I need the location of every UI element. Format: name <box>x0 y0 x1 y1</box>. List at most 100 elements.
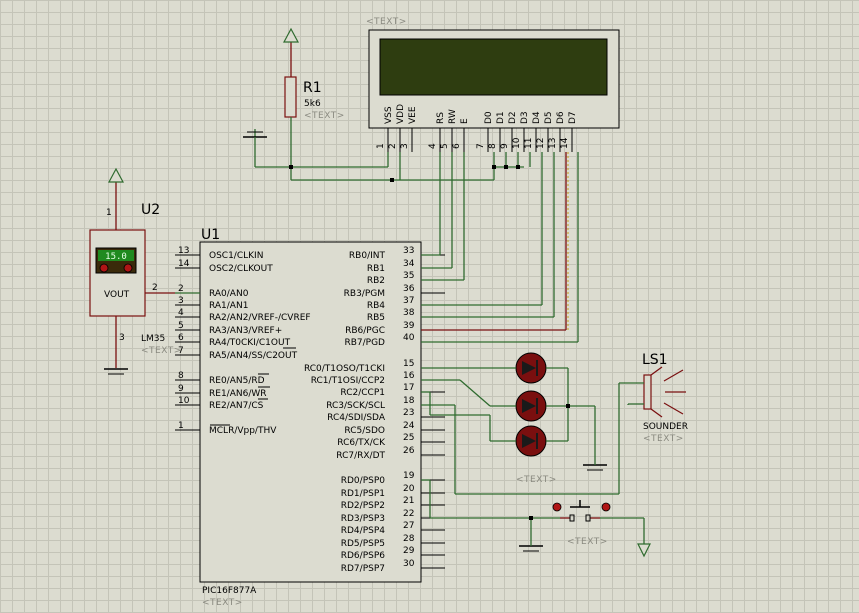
mcu-left-pin-number: 3 <box>178 296 184 306</box>
mcu-right-pin-name: RD5/PSP5 <box>341 539 385 549</box>
mcu-right-pin-number: 28 <box>403 534 415 544</box>
mcu-right-pin-name: RD2/PSP2 <box>341 501 385 511</box>
mcu-right-pin-name: RC1/T1OSI/CCP2 <box>311 376 385 386</box>
mcu-left-pin-name: RA5/AN4/SS/C2OUT <box>209 351 298 361</box>
mcu-right-pin-name: RB7/PGD <box>344 338 385 348</box>
lcd-pin-name: VEE <box>408 106 418 124</box>
r1-ref: R1 <box>303 80 322 96</box>
mcu-right-pin-number: 21 <box>403 496 414 506</box>
ground-arrow-icon <box>637 543 651 558</box>
mcu-right-pin-number: 18 <box>403 396 415 406</box>
lcd-pin-number: 9 <box>500 143 510 149</box>
mcu-right-pin-name: RC5/SDO <box>344 426 385 436</box>
lcd-pin-number: 12 <box>536 138 546 149</box>
mcu-right-pin-name: RC6/TX/CK <box>337 438 386 448</box>
lcd-pin-number: 8 <box>488 143 498 149</box>
led-3[interactable] <box>515 425 547 457</box>
button-press-icon[interactable] <box>552 502 562 512</box>
lcd-text-placeholder: <TEXT> <box>366 17 407 27</box>
ls1-text-placeholder: <TEXT> <box>643 434 684 444</box>
ground-icon <box>104 368 128 375</box>
ls1-part: SOUNDER <box>643 422 688 432</box>
lcd-pins: VSS1VDD2VEE3RS4RW5E6D07D18D29D310D411D51… <box>376 104 578 152</box>
lcd-display[interactable] <box>368 29 620 129</box>
mcu-left-pin-number: 8 <box>178 371 184 381</box>
mcu-right-pin-number: 29 <box>403 546 415 556</box>
u2-part: LM35 <box>141 334 165 344</box>
mcu-left-pin-name: RA2/AN2/VREF-/CVREF <box>209 313 311 323</box>
ground-icon <box>243 129 267 138</box>
mcu-left-pin-number: 10 <box>178 396 190 406</box>
mcu-right-pin-name: RB0/INT <box>349 251 386 261</box>
lcd-pin-name: D7 <box>568 111 578 124</box>
mcu-left-pin-name: RE1/AN6/WR <box>209 389 267 399</box>
power-arrow-icon <box>107 167 125 183</box>
u2-pin-3: 3 <box>119 333 125 343</box>
mcu-right-pin-number: 30 <box>403 559 415 569</box>
u2-text-placeholder: <TEXT> <box>141 346 182 356</box>
lcd-pin-name: VDD <box>396 104 406 124</box>
mcu-right-pin-number: 22 <box>403 509 414 519</box>
mcu-right-pin-number: 16 <box>403 371 415 381</box>
mcu-left-pin-number: 7 <box>178 346 184 356</box>
push-button[interactable] <box>560 500 600 522</box>
led-2[interactable] <box>515 390 547 422</box>
mcu-right-pin-number: 39 <box>403 321 415 331</box>
sound-wave-icon <box>663 369 684 382</box>
mcu-right-pin-name: RD6/PSP6 <box>341 551 386 561</box>
mcu-right-pin-number: 19 <box>403 471 415 481</box>
mcu-right-pin-name: RC4/SDI/SDA <box>327 413 386 423</box>
mcu-left-pin-name: RA3/AN3/VREF+ <box>209 326 282 336</box>
sound-wave-icon <box>663 402 684 415</box>
mcu-text-placeholder: <TEXT> <box>202 598 243 608</box>
mcu-right-pin-name: RD7/PSP7 <box>341 564 385 574</box>
mcu-body[interactable] <box>199 241 422 583</box>
mcu-right-pin-name: RD0/PSP0 <box>341 476 386 486</box>
mcu-left-pin-name: OSC1/CLKIN <box>209 251 263 261</box>
mcu-right-pin-name: RB3/PGM <box>344 289 385 299</box>
led-1[interactable] <box>515 352 547 384</box>
lcd-pin-name: VSS <box>384 106 394 124</box>
resistor-r1[interactable] <box>284 76 297 118</box>
mcu-right-pin-number: 34 <box>403 259 415 269</box>
mcu-right-pin-number: 36 <box>403 284 415 294</box>
r1-text-placeholder: <TEXT> <box>304 111 345 121</box>
lcd-pin-name: E <box>460 118 470 124</box>
mcu-left-pin-number: 14 <box>178 259 190 269</box>
lcd-pin-name: D6 <box>556 111 566 124</box>
mcu-right-pin-name: RB5 <box>367 313 385 323</box>
lcd-pin-number: 6 <box>452 143 462 149</box>
lcd-pin-number: 3 <box>400 143 410 149</box>
lcd-pin-name: D4 <box>532 111 542 124</box>
lcd-pin-number: 5 <box>440 143 450 149</box>
lm35-vout-label: VOUT <box>104 290 130 300</box>
mcu-left-pin-name: RA0/AN0 <box>209 289 249 299</box>
lm35-up-button-icon[interactable] <box>123 263 133 273</box>
mcu-right-pin-name: RD4/PSP4 <box>341 526 386 536</box>
lcd-pin-number: 14 <box>560 137 570 149</box>
button-latch-icon[interactable] <box>601 502 611 512</box>
mcu-right-pin-number: 27 <box>403 521 414 531</box>
ls1-ref: LS1 <box>642 352 668 368</box>
mcu-right-pin-number: 17 <box>403 383 414 393</box>
mcu-part: PIC16F877A <box>202 586 257 596</box>
mcu-left-pin-name: RE2/AN7/CS <box>209 401 264 411</box>
mcu-right-pins: 33RB0/INT34RB135RB236RB3/PGM37RB438RB539… <box>304 246 445 574</box>
mcu-right-pin-number: 24 <box>403 421 415 431</box>
mcu-left-pin-name: RA1/AN1 <box>209 301 248 311</box>
mcu-left-pin-name: OSC2/CLKOUT <box>209 264 273 274</box>
mcu-right-pin-name: RB2 <box>367 276 385 286</box>
mcu-right-pin-name: RC0/T1OSO/T1CKI <box>304 364 385 374</box>
lcd-pin-number: 7 <box>476 143 486 149</box>
lcd-pin-name: RS <box>436 112 446 124</box>
mcu-right-pin-name: RB6/PGC <box>345 326 385 336</box>
u2-pin-2: 2 <box>152 283 158 293</box>
mcu-right-pin-number: 33 <box>403 246 414 256</box>
junctions <box>289 165 570 520</box>
sounder-ls1[interactable] <box>643 366 663 418</box>
mcu-right-pin-number: 15 <box>403 359 414 369</box>
led-text-placeholder: <TEXT> <box>516 475 557 485</box>
lm35-down-button-icon[interactable] <box>99 263 109 273</box>
